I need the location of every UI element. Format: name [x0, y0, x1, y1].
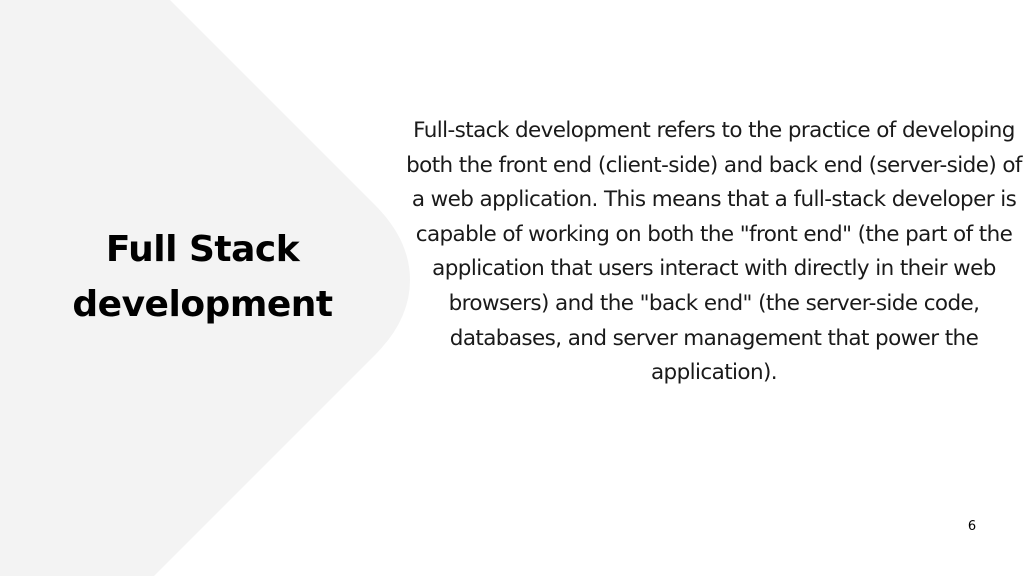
slide-body-text: Full-stack development refers to the pra…: [406, 118, 1022, 386]
slide-title: Full Stack development: [72, 229, 333, 325]
page-number: 6: [967, 519, 977, 534]
